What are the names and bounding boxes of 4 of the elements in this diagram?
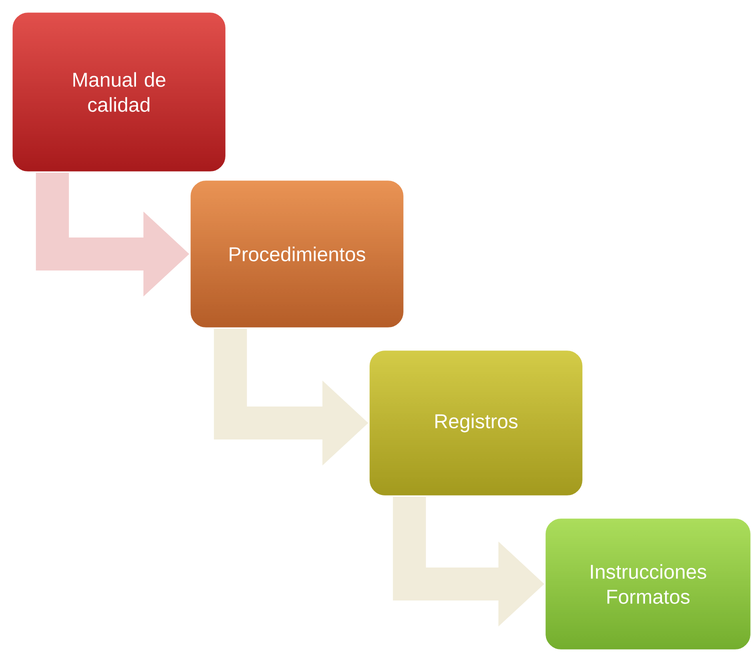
process-box: Procedimientos — [189, 179, 405, 329]
process-box: Manual de calidad — [11, 11, 227, 173]
process-box: Instrucciones Formatos — [544, 517, 751, 651]
process-box: Registros — [368, 349, 584, 497]
